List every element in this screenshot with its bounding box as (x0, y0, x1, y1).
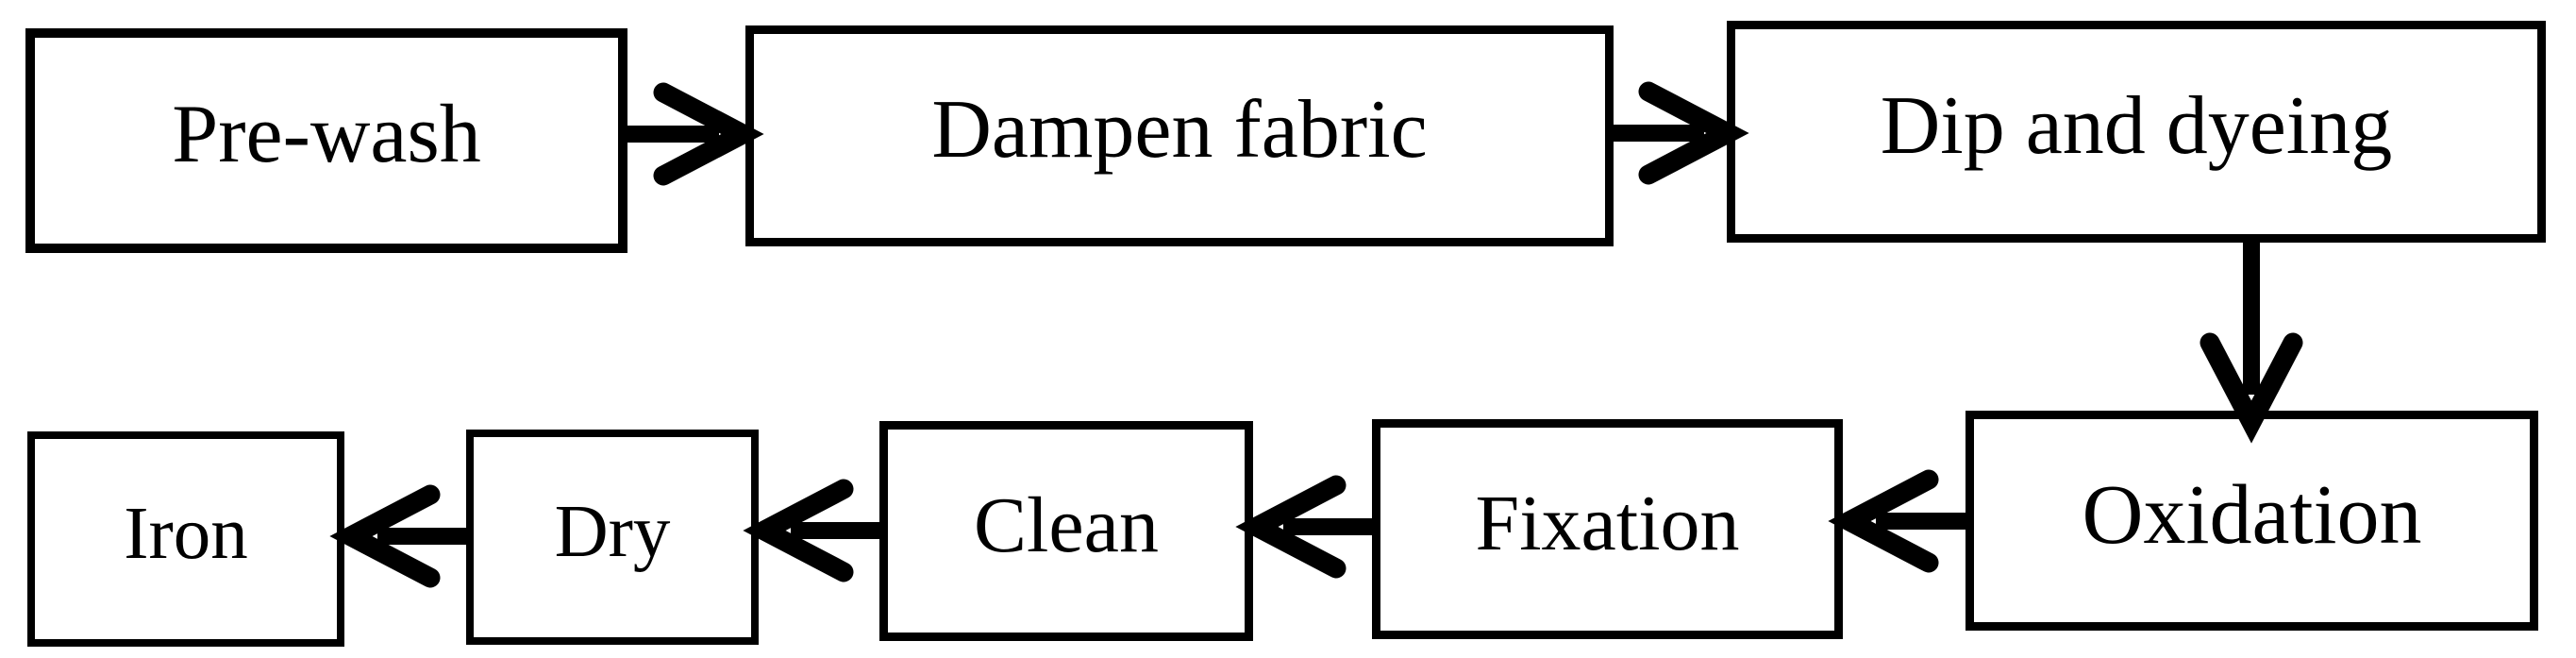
arrow-pre-wash-to-dampen-fabric-icon (625, 82, 764, 186)
node-iron-label: Iron (124, 492, 248, 575)
node-pre-wash-label: Pre-wash (172, 89, 481, 180)
node-dip-and-dyeing-label: Dip and dyeing (1880, 79, 2393, 172)
node-fixation: Fixation (1372, 419, 1843, 639)
arrow-dip-and-dyeing-to-oxidation-icon (2200, 240, 2303, 444)
arrow-clean-to-dry-icon (743, 479, 882, 582)
node-clean: Clean (879, 421, 1253, 641)
node-dry-label: Dry (554, 490, 671, 573)
arrow-oxidation-to-fixation-icon (1828, 469, 1968, 573)
node-pre-wash: Pre-wash (25, 28, 627, 253)
arrow-fixation-to-clean-icon (1235, 475, 1375, 579)
node-iron: Iron (27, 431, 344, 647)
node-dip-and-dyeing: Dip and dyeing (1727, 21, 2546, 243)
node-dampen-fabric-label: Dampen fabric (931, 84, 1428, 176)
node-dampen-fabric: Dampen fabric (745, 25, 1614, 246)
node-oxidation: Oxidation (1965, 411, 2538, 631)
node-fixation-label: Fixation (1475, 479, 1740, 567)
node-oxidation-label: Oxidation (2082, 467, 2422, 562)
node-dry: Dry (466, 430, 759, 645)
arrow-dry-to-iron-icon (329, 484, 469, 588)
node-clean-label: Clean (974, 481, 1159, 569)
arrow-dampen-fabric-to-dip-and-dyeing-icon (1611, 81, 1749, 185)
